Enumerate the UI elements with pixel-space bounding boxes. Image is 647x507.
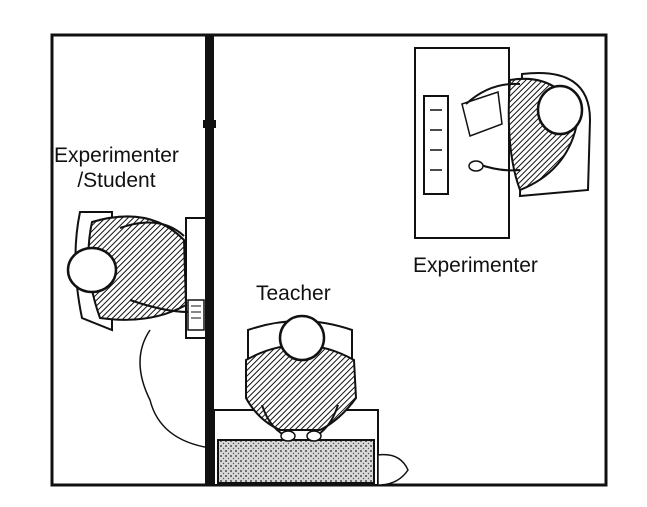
experimenter-head (536, 84, 584, 136)
teacher-label: Teacher (256, 282, 331, 305)
student-cable (139, 329, 211, 449)
partition-wall (203, 35, 216, 485)
student-device (187, 299, 205, 331)
experimenter-student-label-line2: /Student (77, 169, 156, 193)
student-head (66, 246, 118, 294)
shock-generator (217, 439, 375, 484)
experimenter-student-label: Experimenter /Student (54, 143, 179, 193)
experimenter-device (423, 95, 449, 195)
experimenter-label: Experimenter (413, 254, 538, 277)
student-station (66, 211, 211, 449)
experimenter-station (414, 47, 592, 239)
teacher-station (213, 314, 409, 486)
experimenter-student-label-line1: Experimenter (54, 144, 179, 167)
teacher-head (278, 314, 326, 362)
